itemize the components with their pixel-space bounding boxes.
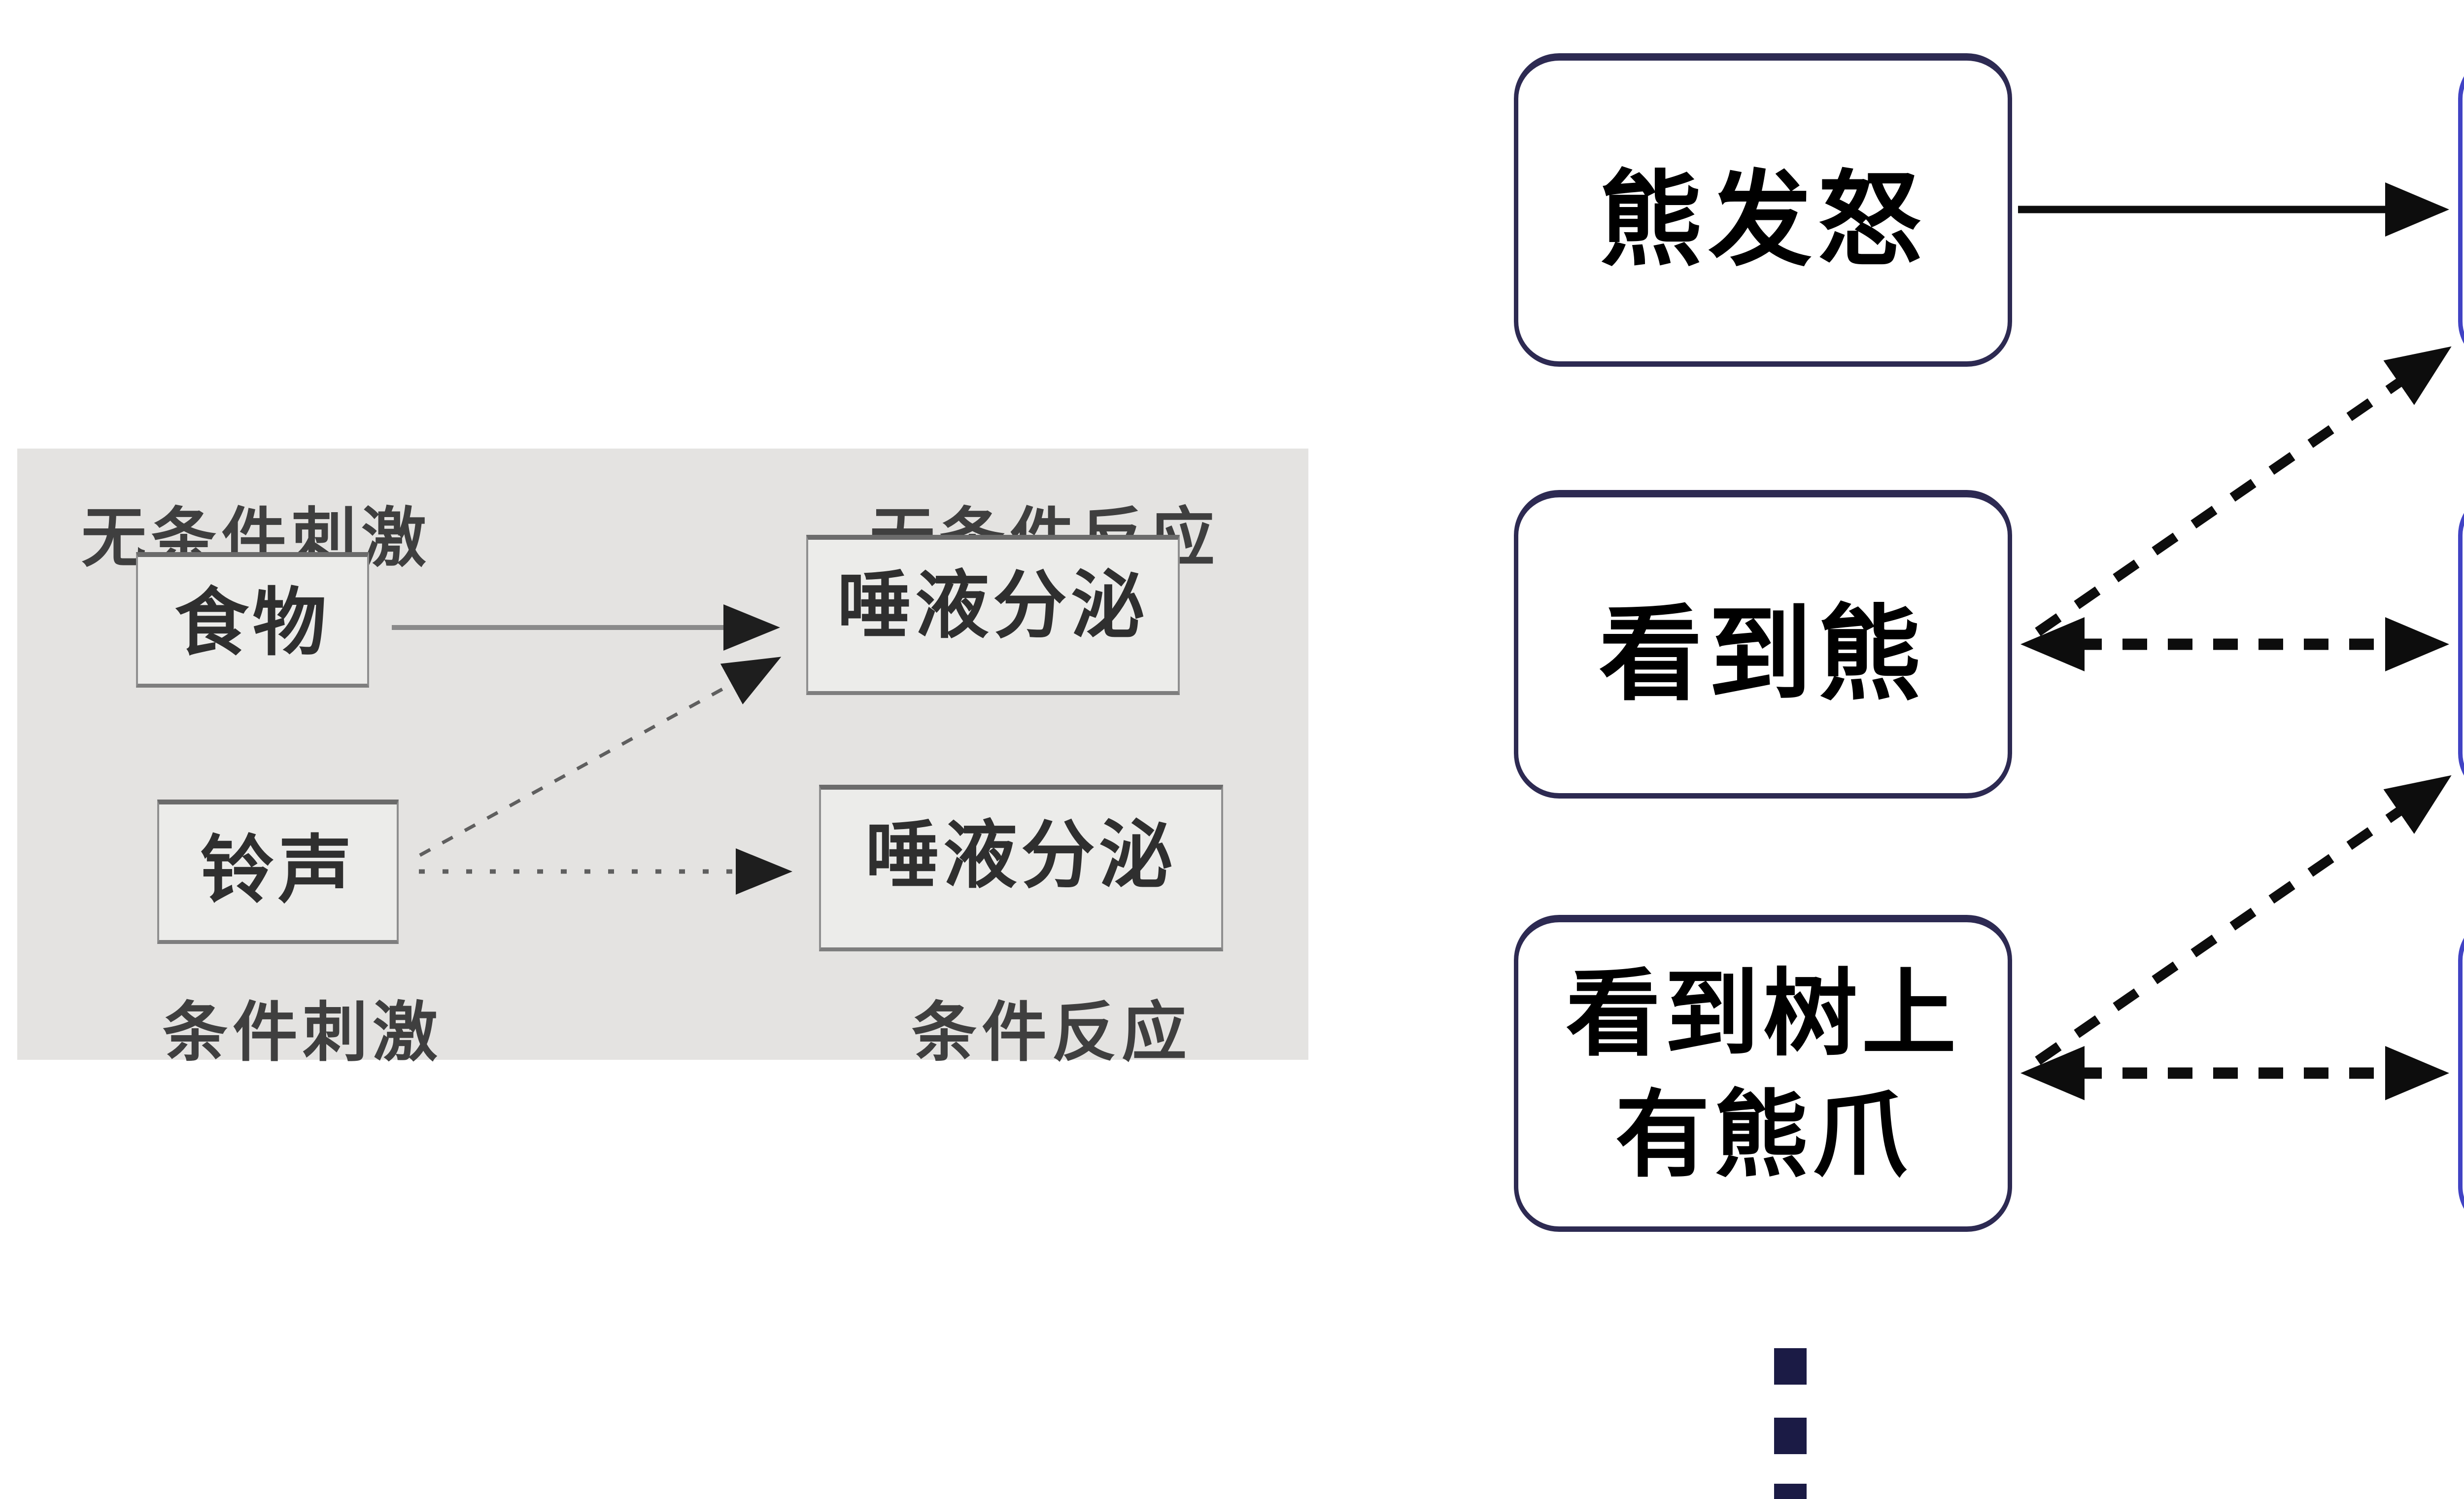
box-see-claw-label: 看到树上 有熊爪 — [1566, 960, 1960, 1188]
pavlov-panel: 无条件刺激 无条件反应 条件刺激 条件反应 食物 唾液分泌 铃声 唾液分泌 — [17, 449, 1308, 1069]
box-salivation-top: 唾液分泌 — [806, 535, 1180, 695]
box-see-claw: 看到树上 有熊爪 — [1514, 915, 2012, 1232]
box-value-current: V(s) — [2458, 915, 2464, 1232]
ellipsis-left-dot-3 — [1774, 1484, 1807, 1499]
label-conditioned-stimulus: 条件刺激 — [163, 996, 443, 1069]
box-bell: 铃声 — [157, 800, 399, 944]
td-dashed-arrow-seeclaw-to-vnext — [2035, 775, 2452, 1065]
ellipsis-left-dot-1 — [1774, 1348, 1807, 1385]
ellipsis-left-dot-2 — [1774, 1418, 1807, 1454]
box-value-next: V(s′) — [2458, 490, 2464, 799]
box-bear-angry: 熊发怒 — [1514, 53, 2012, 367]
label-conditioned-response: 条件反应 — [912, 996, 1192, 1069]
box-food: 食物 — [136, 552, 369, 688]
box-bear-angry-label: 熊发怒 — [1599, 162, 1927, 278]
box-see-bear-label: 看到熊 — [1599, 596, 1927, 712]
box-salivation-bottom: 唾液分泌 — [819, 785, 1223, 951]
box-see-bear: 看到熊 — [1514, 490, 2012, 799]
box-reward: 奖励 — [2458, 53, 2464, 367]
td-dashed-arrow-seebear-to-reward — [2035, 346, 2452, 636]
